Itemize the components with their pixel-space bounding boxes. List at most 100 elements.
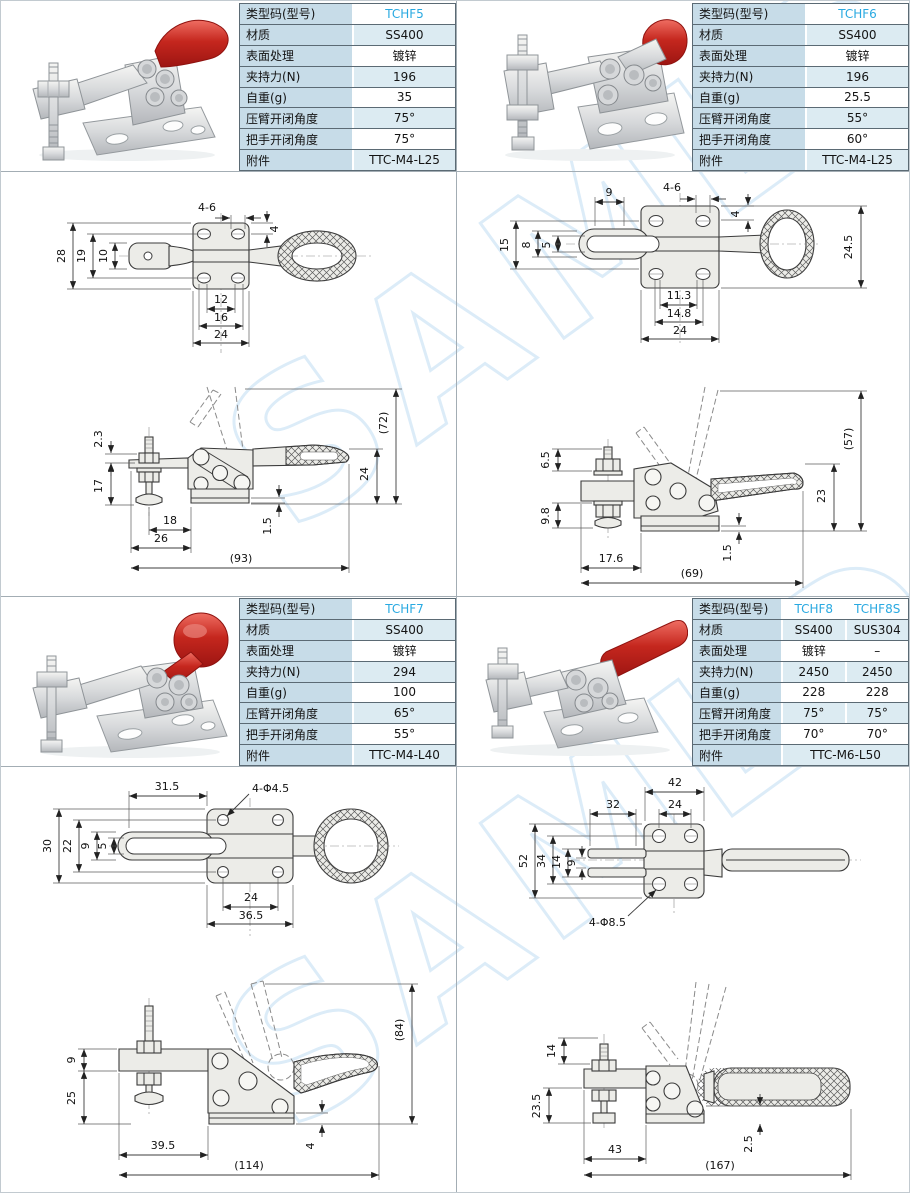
dim-label: 9 [65, 1057, 78, 1064]
dim-label: 32 [606, 798, 620, 811]
dim-label: 18 [163, 514, 177, 527]
dim-label: 16 [214, 311, 228, 324]
dim-label: (84) [393, 1019, 406, 1042]
divider-row3 [1, 766, 909, 767]
dim-label: 9 [79, 843, 92, 850]
dim-label: (69) [681, 567, 704, 580]
table-row: 自重(g)100 [240, 682, 455, 704]
dim-label: 34 [535, 854, 548, 868]
table-row: 表面处理镀锌 [240, 45, 455, 67]
dim-label: 15 [498, 238, 511, 252]
table-row: 类型码(型号)TCHF7 [240, 599, 455, 620]
dim-label: (72) [377, 412, 390, 435]
table-row: 表面处理镀锌 [693, 45, 908, 67]
dim-label: 39.5 [151, 1139, 176, 1152]
dim-label: 24 [673, 324, 687, 337]
table-row: 夹持力(N)196 [240, 66, 455, 88]
dim-label: 9.8 [539, 507, 552, 525]
dim-label: 14 [550, 855, 563, 869]
divider-row2 [1, 596, 909, 597]
dim-label: 1.5 [721, 544, 734, 562]
dim-label: 17.6 [599, 552, 624, 565]
dim-label: 14.8 [667, 307, 692, 320]
dim-label: 22 [61, 839, 74, 853]
dim-label: 4 [268, 226, 281, 233]
dim-label: 5 [540, 242, 553, 249]
dim-label: 6.5 [539, 451, 552, 469]
dim-label: 23 [815, 489, 828, 503]
table-row: 表面处理镀锌 [240, 640, 455, 662]
dim-label: 4 [304, 1143, 317, 1150]
dim-label: 23.5 [530, 1094, 543, 1119]
table-row: 类型码(型号)TCHF5 [240, 4, 455, 25]
product-photo-tchf8 [485, 620, 688, 756]
model-code: TCHF7 [385, 601, 424, 616]
product-photo-tchf6 [503, 19, 688, 161]
dim-label: 2.5 [742, 1135, 755, 1153]
dim-label: 19 [75, 249, 88, 263]
dim-label: 36.5 [239, 909, 264, 922]
dim-label: 24 [668, 798, 682, 811]
dim-label: 52 [517, 854, 530, 868]
dim-label: 14 [545, 1044, 558, 1058]
dim-label: (167) [705, 1159, 735, 1172]
drawing-tchf7: 31.5 4-Φ4.5 30 22 9 5 24 36.5 [41, 780, 418, 1180]
drawing-tchf8: 42 32 24 52 34 14 9 4-Φ8.5 [517, 776, 861, 1180]
dim-label: 25 [65, 1091, 78, 1105]
dim-label: 30 [41, 839, 54, 853]
table-row: 类型码(型号)TCHF6 [693, 4, 908, 25]
dim-label: 4-6 [663, 181, 681, 194]
model-code: TCHF8S [854, 601, 901, 616]
dim-label: 9 [565, 860, 578, 867]
dim-label: 43 [608, 1143, 622, 1156]
dim-label: 24 [214, 328, 228, 341]
dim-label: 24.5 [842, 235, 855, 260]
product-photo-tchf7 [32, 612, 229, 758]
dim-label: 17 [92, 479, 105, 493]
product-photo-tchf5 [32, 19, 229, 161]
dim-label: 11.3 [667, 289, 692, 302]
dim-label: 42 [668, 776, 682, 789]
model-code: TCHF6 [838, 6, 877, 21]
dim-label: 2.3 [92, 430, 105, 448]
dim-label: 1.5 [261, 517, 274, 535]
dim-label: 26 [154, 532, 168, 545]
drawing-tchf6: 4-6 9 4 15 8 5 24.5 11.3 14.8 24 [498, 181, 867, 588]
dim-label: 10 [97, 249, 110, 263]
dim-label: 4-Φ8.5 [589, 916, 626, 929]
dim-label: 4-Φ4.5 [252, 782, 289, 795]
table-row: 表面处理镀锌– [693, 640, 908, 662]
drawing-tchf5: 4-6 4 28 19 10 12 16 24 [55, 201, 402, 573]
dim-label: (114) [234, 1159, 264, 1172]
model-code: TCHF5 [385, 6, 424, 21]
model-code: TCHF8 [783, 599, 847, 619]
dim-label: 4-6 [198, 201, 216, 214]
dim-label: 5 [96, 843, 109, 850]
dim-label: 12 [214, 293, 228, 306]
dim-label: 31.5 [155, 780, 180, 793]
dim-label: (57) [842, 428, 855, 451]
dim-label: 24 [358, 467, 371, 481]
dim-label: 4 [729, 211, 742, 218]
divider-row1 [1, 171, 909, 172]
